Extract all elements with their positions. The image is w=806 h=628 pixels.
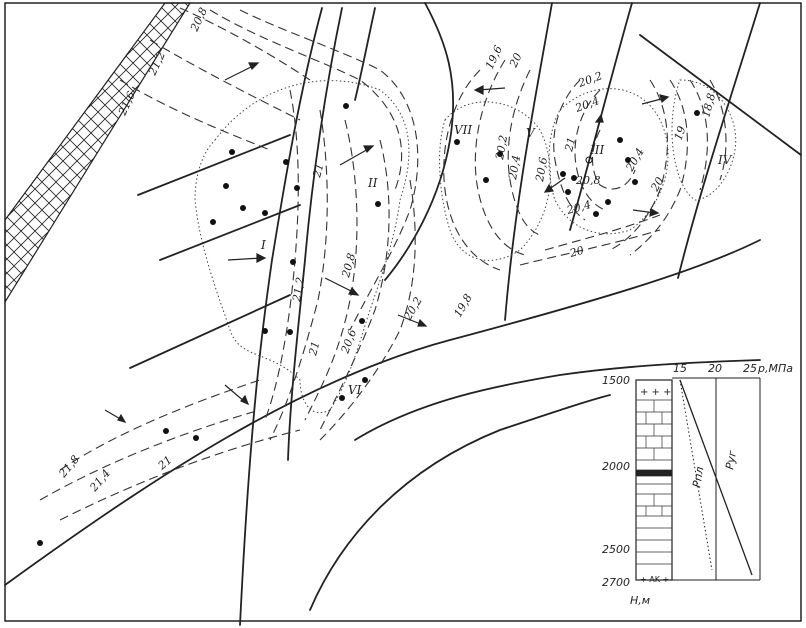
isoline-labels: 20,8 21,2 21,6 21 21,2 20,8 20,6 20,2 19… [56,6,719,495]
fault-4 [384,2,455,281]
iso-20-2-ne: 20,2 [576,69,604,90]
iso-20-e: 20 [648,175,667,194]
flow-arrows [104,62,670,423]
iso-20-4-e: 20,4 [623,146,647,175]
iso-20-n: 20 [507,51,525,70]
block-III: III [589,143,604,157]
iso-20-8-c: 20,8 [339,252,358,280]
fault-1 [239,7,323,626]
fault-14 [129,294,291,369]
iso-20-2-c: 20,2 [401,295,425,324]
iso-20-2-v: 20,2 [493,134,510,161]
svg-text:+ AK +: + AK + [640,575,669,584]
iso-21-4: 21,4 [87,467,113,495]
y-tick-2500: 2500 [602,543,630,556]
fault-7 [677,2,761,279]
fault-8 [639,34,802,156]
wells [37,103,700,546]
faults [4,2,802,626]
y-tick-1500: 1500 [602,374,630,387]
block-VI: VI [348,383,362,397]
iso-21-iii: 21 [562,136,578,154]
curve-ppl [679,379,713,571]
iso-20-4-iii: 20,4 [564,198,592,217]
block-V: V [526,126,536,140]
fault-5 [504,2,553,321]
zone-outlines [194,79,737,414]
y-tick-2000: 2000 [602,460,630,473]
hatched-zone [4,2,192,305]
iso-20-6-c: 20,6 [338,328,359,356]
block-IV: IV [717,153,733,167]
fault-12 [137,134,291,196]
y-unit: Н,м [630,594,650,607]
x-tick-20: 20 [708,362,722,375]
fault-9 [4,239,761,586]
block-VII: VII [454,123,472,137]
block-II: II [367,176,378,190]
pressure-depth-inset: + + + + AK + Pпл Pуг 15 20 25 p,МПа 1500… [602,362,793,607]
fault-10 [354,359,761,441]
iso-21-s: 21 [306,340,322,358]
iso-21-8: 21,8 [56,453,82,481]
iso-20-iii: 20 [567,244,585,260]
map-frame [4,2,802,622]
block-labels: I II III IV V VI VII [260,123,733,397]
fault-13 [159,204,301,261]
iso-19-6: 19,6 [483,44,505,72]
iso-21-2-c: 21,2 [290,276,307,303]
iso-19-8: 19,8 [451,292,475,320]
iso-20-8-iii: 20,8 [575,174,601,187]
curve-lower-label: Pуг [723,449,739,470]
iso-20-4-v: 20,4 [506,154,523,181]
x-tick-15: 15 [673,362,687,375]
y-tick-2700: 2700 [602,576,630,589]
iso-19-e: 19 [672,124,689,142]
fault-3 [354,7,376,101]
x-unit: p,МПа [757,362,793,375]
x-tick-25: 25 [743,362,757,375]
iso-18-8: 18,8 [699,92,718,119]
svg-text:+ + +: + + + [640,387,672,398]
fault-2 [287,7,343,461]
iso-21-c: 21 [310,162,326,180]
curve-pug [679,379,753,576]
fault-11 [309,394,611,611]
lithology-column [635,379,673,581]
iso-20-6-iii: 20,6 [533,156,550,183]
isolines [39,7,727,521]
curve-upper-label: Pпл [690,466,706,489]
block-I: I [260,238,266,252]
